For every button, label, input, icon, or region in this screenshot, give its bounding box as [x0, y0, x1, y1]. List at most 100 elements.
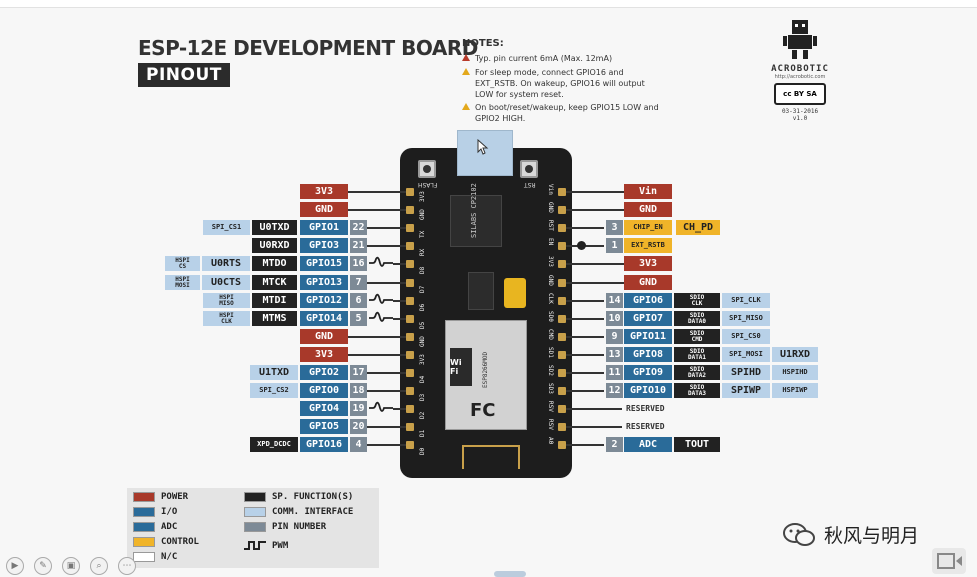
connector-line	[566, 263, 624, 265]
pin-label-gpio: GPIO13	[300, 275, 348, 290]
flash-label: FLASH	[418, 181, 438, 188]
connector-line	[566, 354, 604, 356]
hspi-label-line: HSPI	[175, 256, 190, 264]
flash-button[interactable]	[418, 160, 436, 178]
pin-hole	[406, 423, 414, 431]
pin-label-gpio: GPIO1	[300, 220, 348, 235]
connector-line	[367, 444, 406, 446]
pin-label-gpio: GPIO9	[624, 365, 672, 380]
board-pin-label: A0	[547, 437, 554, 445]
board-pin-label: 3V3	[419, 191, 426, 202]
pin-hole	[558, 206, 566, 214]
pin-label-gpio: GPIO2	[300, 365, 348, 380]
pin-hole	[558, 188, 566, 196]
special-function-label: XPD_DCDC	[250, 437, 298, 452]
hspi-label-line: HSPI	[219, 311, 234, 319]
comm-interface-label: HSPIWP	[772, 383, 818, 398]
board-pin-label: SD3	[547, 383, 554, 394]
pin-label-power: GND	[300, 329, 348, 344]
comm-interface-label: U0CTS	[202, 275, 250, 290]
legend-swatch	[244, 522, 266, 532]
pwm-icon	[369, 311, 393, 322]
pwm-icon	[369, 401, 393, 412]
pin-label-gpio: GPIO15	[300, 256, 348, 271]
logo-name: ACROBOTIC	[771, 64, 829, 74]
sdio-label-line: CMD	[691, 335, 703, 343]
sdio-label-line: SDIO	[689, 311, 705, 319]
warning-icon	[462, 54, 470, 61]
pin-number-badge: 11	[606, 365, 623, 380]
pin-number-badge: 7	[350, 275, 367, 290]
logo-version: v1.0	[792, 115, 808, 122]
video-toggle-button[interactable]	[932, 548, 966, 574]
pin-number-badge: 6	[350, 293, 367, 308]
capacitor	[504, 278, 526, 308]
usb-chip-label: SILABS CP2102	[470, 183, 478, 238]
warning-icon	[462, 68, 470, 75]
pin-number-badge: 5	[350, 311, 367, 326]
watermark-text: 秋风与明月	[824, 525, 920, 547]
more-button[interactable]: ⋯	[118, 557, 136, 575]
pin-label-power: Vin	[624, 184, 672, 199]
connector-line	[566, 209, 624, 211]
connector-line	[393, 300, 406, 302]
pencil-icon: ✎	[39, 561, 47, 571]
pin-hole	[558, 315, 566, 323]
legend-item-pin-number: PIN NUMBER	[244, 522, 326, 532]
zoom-button[interactable]: ⌕	[90, 557, 108, 575]
scroll-handle[interactable]	[494, 571, 526, 577]
pwm-icon	[369, 293, 393, 304]
legend-item-comm: COMM. INTERFACE	[244, 507, 353, 517]
board-pin-label: 3V3	[419, 354, 426, 365]
reset-button[interactable]	[520, 160, 538, 178]
wifi-badge: Wi Fi	[450, 348, 472, 386]
pin-number-badge: 14	[606, 293, 623, 308]
connector-line	[348, 336, 406, 338]
sdio-label-line: SDIO	[689, 383, 705, 391]
pin-hole	[558, 423, 566, 431]
legend-swatch	[133, 507, 155, 517]
connector-line	[367, 426, 406, 428]
pin-hole	[558, 387, 566, 395]
pin-label-power: 3V3	[300, 184, 348, 199]
legend-item-io: I/O	[133, 507, 177, 517]
legend-swatch	[133, 537, 155, 547]
comm-interface-label: HSPIHD	[772, 365, 818, 380]
connector-line	[367, 372, 406, 374]
pin-hole	[406, 351, 414, 359]
pin-hole	[406, 206, 414, 214]
connector-line	[566, 300, 604, 302]
gallery-button[interactable]: ▣	[62, 557, 80, 575]
connector-line	[348, 191, 406, 193]
special-function-label: MTDO	[252, 256, 297, 271]
connector-line	[367, 282, 406, 284]
play-button[interactable]: ▶	[6, 557, 24, 575]
legend-item-special: SP. FUNCTION(S)	[244, 492, 353, 502]
connector-line	[566, 318, 604, 320]
pin-number-badge: 9	[606, 329, 623, 344]
pwm-icon	[244, 541, 266, 550]
pin-hole	[406, 441, 414, 449]
edit-button[interactable]: ✎	[34, 557, 52, 575]
board-pin-label: D8	[419, 266, 426, 274]
connector-line	[566, 426, 622, 428]
pin-hole	[406, 242, 414, 250]
pin-number-badge: 20	[350, 419, 367, 434]
board-pin-label: GND	[419, 209, 426, 220]
acrobotic-logo: ACROBOTIC http://acrobotic.com cc BY SA …	[760, 18, 840, 122]
legend-item-nc: N/C	[133, 552, 177, 562]
pin-label-adc: ADC	[624, 437, 672, 452]
window-top-bar	[0, 0, 977, 8]
board-pin-label: CLK	[547, 293, 554, 304]
pin-hole	[558, 279, 566, 287]
hspi-label-line: CLK	[221, 317, 232, 325]
pin-number-badge: 12	[606, 383, 623, 398]
reserved-label: RESERVED	[626, 422, 665, 431]
pin-label-gpio: GPIO8	[624, 347, 672, 362]
legend-swatch	[133, 492, 155, 502]
